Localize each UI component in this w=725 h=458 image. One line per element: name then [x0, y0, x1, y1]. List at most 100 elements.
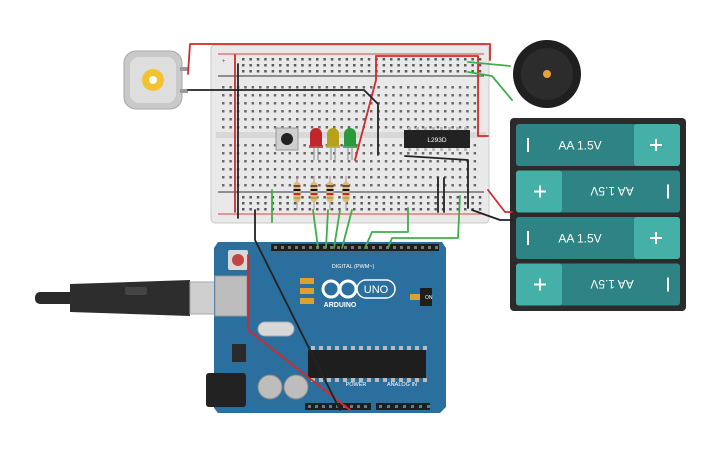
breadboard-hole [456, 208, 460, 211]
breadboard-hole [353, 202, 356, 205]
led-bulb [310, 128, 322, 146]
analog-header-label: ANALOG IN [387, 382, 417, 388]
breadboard-hole [412, 196, 415, 199]
breadboard-hole [325, 168, 329, 171]
breadboard-hole [478, 202, 482, 205]
breadboard-hole [303, 184, 306, 187]
capacitor [257, 374, 283, 400]
model-label: UNO [364, 284, 389, 296]
wire-green [325, 209, 329, 249]
breadboard-hole [222, 160, 225, 163]
led [326, 128, 340, 160]
breadboard-hole [266, 184, 269, 187]
breadboard-hole [259, 110, 262, 113]
breadboard-hole [301, 196, 304, 199]
header-pin [357, 405, 360, 408]
breadboard-hole [266, 102, 269, 105]
breadboard-hole [242, 208, 245, 211]
usb-plug-body [70, 280, 190, 316]
reset-button-cap[interactable] [232, 254, 244, 266]
breadboard-hole [407, 102, 410, 105]
breadboard-hole [318, 176, 321, 179]
crystal-oscillator [257, 321, 295, 337]
breadboard-hole [434, 202, 437, 205]
breadboard-hole [288, 86, 292, 89]
breadboard-hole [256, 208, 260, 211]
breadboard-hole [414, 94, 417, 97]
breadboard-hole [229, 152, 232, 155]
pushbutton-cap[interactable] [281, 133, 293, 145]
breadboard-hole [281, 110, 284, 113]
breadboard-hole [449, 202, 452, 205]
breadboard-hole [473, 118, 477, 121]
breadboard-hole [429, 86, 432, 89]
logo-loop-icon [338, 279, 358, 299]
breadboard-hole [296, 118, 299, 121]
breadboard-hole [316, 70, 319, 73]
breadboard-hole [242, 70, 245, 73]
breadboard-hole [412, 58, 415, 61]
arduino-logo [321, 279, 396, 299]
breadboard-hole [273, 86, 277, 89]
breadboard-hole [347, 102, 351, 105]
breadboard-hole [478, 58, 482, 61]
breadboard-hole [434, 64, 437, 67]
breadboard-hole [360, 202, 363, 205]
breadboard-hole [436, 118, 440, 121]
breadboard-hole [458, 168, 462, 171]
breadboard-hole [338, 64, 341, 67]
breadboard-hole [279, 196, 282, 199]
breadboard-hole [259, 94, 262, 97]
breadboard-hole [316, 208, 319, 211]
breadboard-hole [293, 58, 297, 61]
breadboard-hole [421, 86, 425, 89]
chip-leg [383, 378, 387, 382]
breadboard-hole [273, 168, 277, 171]
breadboard-hole [340, 118, 343, 121]
breadboard-hole [390, 208, 393, 211]
breadboard-hole [308, 64, 312, 67]
driver-chip-leg [424, 127, 427, 130]
led-rim [343, 145, 357, 148]
breadboard-hole [333, 110, 336, 113]
breadboard-hole [370, 176, 373, 179]
breadboard-hole [360, 58, 363, 61]
breadboard-hole [281, 160, 284, 163]
chip-leg [391, 346, 395, 350]
breadboard-hole [429, 110, 432, 113]
breadboard-hole [249, 58, 252, 61]
breadboard-hole [340, 152, 343, 155]
breadboard-hole [296, 94, 299, 97]
breadboard-hole [421, 176, 425, 179]
breadboard-hole [377, 184, 380, 187]
breadboard-hole [419, 196, 423, 199]
driver-chip-leg [440, 127, 443, 130]
breadboard-hole [316, 64, 319, 67]
breadboard-hole [434, 58, 437, 61]
led [343, 128, 357, 160]
breadboard-hole [471, 208, 474, 211]
breadboard-hole [229, 126, 232, 129]
breadboard-hole [412, 64, 415, 67]
arduino-uno: UNO ARDUINO DIGITAL (PWM~) POWER ANALOG … [206, 242, 446, 413]
breadboard-hole [436, 152, 440, 155]
breadboard-hole [273, 160, 277, 163]
breadboard-hole [429, 184, 432, 187]
breadboard-hole [390, 70, 393, 73]
breadboard-hole [464, 208, 467, 211]
breadboard-hole [449, 196, 452, 199]
breadboard-hole [347, 126, 351, 129]
pushbutton[interactable] [275, 127, 299, 151]
breadboard-hole [407, 168, 410, 171]
breadboard-hole [458, 126, 462, 129]
breadboard-hole [355, 86, 358, 89]
breadboard-hole [404, 196, 408, 199]
usb-cable-wire [35, 292, 75, 304]
breadboard-hole [251, 94, 255, 97]
resistor [293, 176, 301, 210]
breadboard-hole [333, 184, 336, 187]
breadboard-hole [414, 110, 417, 113]
leds [309, 128, 357, 160]
header-pins [274, 246, 438, 408]
breadboard-hole [419, 208, 423, 211]
